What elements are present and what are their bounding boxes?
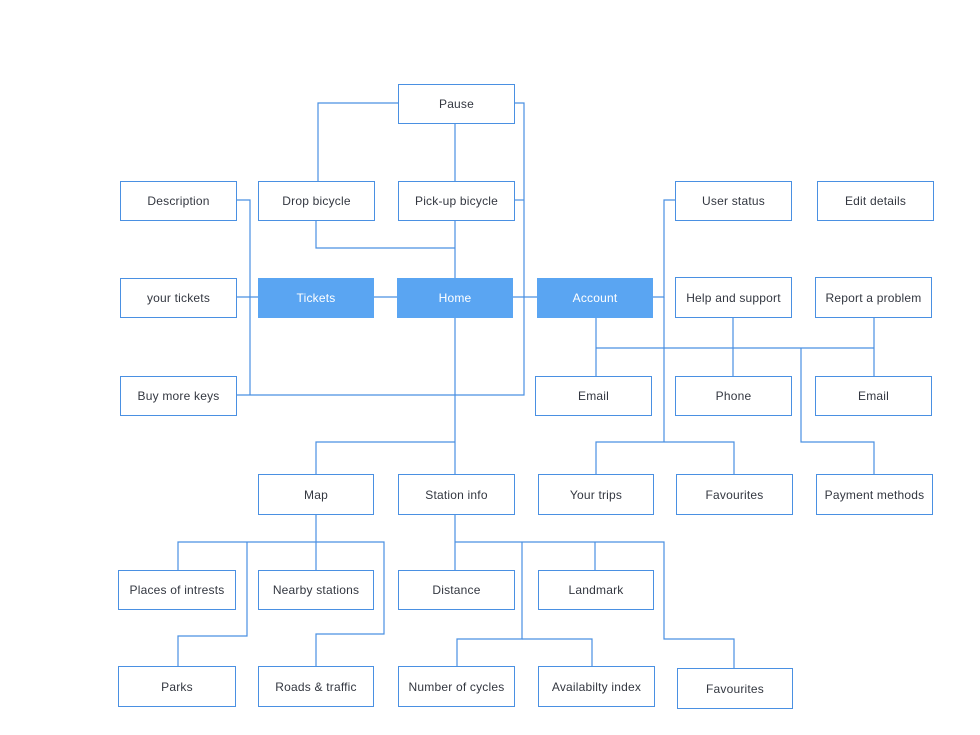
your-trips-node[interactable]: Your trips — [538, 474, 654, 515]
your-tickets-node[interactable]: your tickets — [120, 278, 237, 318]
availability-index-node[interactable]: Availabilty index — [538, 666, 655, 707]
connector-trips-favs — [595, 441, 735, 474]
connector-map-parks — [177, 542, 248, 666]
connector-station-bus — [455, 541, 735, 668]
payment-methods-node[interactable]: Payment methods — [816, 474, 933, 515]
connector-account-userstatus — [653, 199, 675, 298]
station-info-node[interactable]: Station info — [398, 474, 515, 515]
drop-bicycle-node[interactable]: Drop bicycle — [258, 181, 375, 221]
home-node[interactable]: Home — [397, 278, 513, 318]
connector-payment — [800, 348, 875, 474]
connector-drop-home — [315, 220, 455, 249]
help-support-node[interactable]: Help and support — [675, 277, 792, 318]
email-support-node[interactable]: Email — [815, 376, 932, 416]
pause-node[interactable]: Pause — [398, 84, 515, 124]
connector-description-tickets — [237, 199, 251, 395]
tickets-node[interactable]: Tickets — [258, 278, 374, 318]
distance-node[interactable]: Distance — [398, 570, 515, 610]
description-node[interactable]: Description — [120, 181, 237, 221]
report-problem-node[interactable]: Report a problem — [815, 277, 932, 318]
nearby-stations-node[interactable]: Nearby stations — [258, 570, 374, 610]
places-of-intrests-node[interactable]: Places of intrests — [118, 570, 236, 610]
connector-station-lower — [456, 542, 523, 666]
pickup-bicycle-node[interactable]: Pick-up bicycle — [398, 181, 515, 221]
favourites-station-node[interactable]: Favourites — [677, 668, 793, 709]
connector-pause-drop — [317, 102, 398, 181]
landmark-node[interactable]: Landmark — [538, 570, 654, 610]
connector-pause-right — [237, 102, 525, 396]
roads-traffic-node[interactable]: Roads & traffic — [258, 666, 374, 707]
number-of-cycles-node[interactable]: Number of cycles — [398, 666, 515, 707]
connector-map-bus — [177, 541, 385, 666]
user-status-node[interactable]: User status — [675, 181, 792, 221]
edit-details-node[interactable]: Edit details — [817, 181, 934, 221]
phone-node[interactable]: Phone — [675, 376, 792, 416]
connector-home-map — [315, 441, 455, 474]
connector-availability — [522, 638, 593, 666]
map-node[interactable]: Map — [258, 474, 374, 515]
parks-node[interactable]: Parks — [118, 666, 236, 707]
favourites-account-node[interactable]: Favourites — [676, 474, 793, 515]
email-account-node[interactable]: Email — [535, 376, 652, 416]
account-node[interactable]: Account — [537, 278, 653, 318]
buy-more-keys-node[interactable]: Buy more keys — [120, 376, 237, 416]
